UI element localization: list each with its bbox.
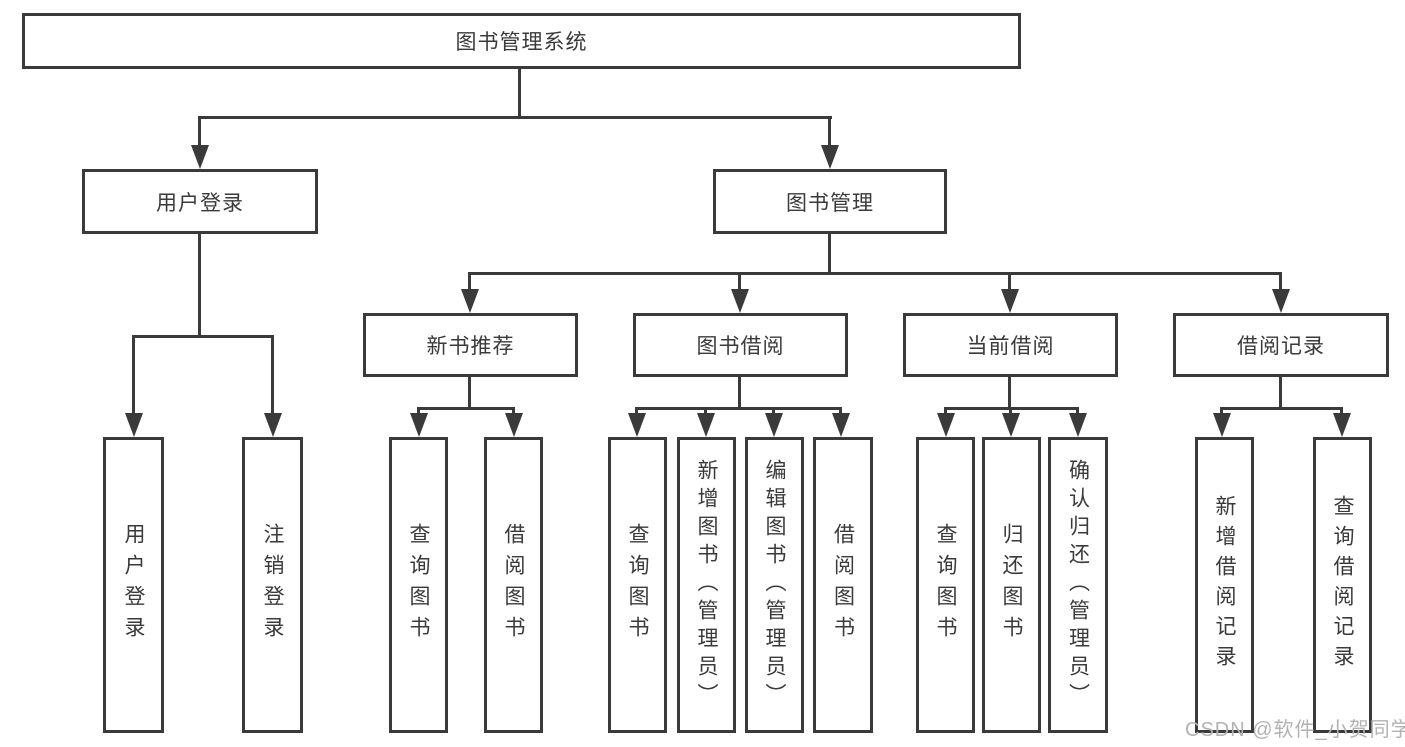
connector-line <box>738 377 741 409</box>
arrow-down-icon <box>832 413 850 437</box>
connector-line <box>944 407 947 415</box>
node-book-borrow: 图书借阅 <box>633 313 848 377</box>
arrow-down-icon <box>731 289 749 313</box>
leaf-user-login: 用户登录 <box>103 437 164 733</box>
arrow-down-icon <box>191 145 209 169</box>
arrow-down-icon <box>697 413 715 437</box>
connector-line <box>468 377 471 409</box>
leaf-borrow-borrow-books: 借阅图书 <box>813 437 873 733</box>
arrow-down-icon <box>461 289 479 313</box>
node-current-borrow: 当前借阅 <box>903 313 1118 377</box>
connector-line <box>1008 377 1011 409</box>
leaf-current-query-books: 查询图书 <box>916 437 975 733</box>
connector-line <box>198 233 201 337</box>
watermark: CSDN @软件_小贺同学 <box>1185 719 1405 741</box>
connector-line <box>1279 377 1282 409</box>
connector-line <box>772 407 775 415</box>
arrow-down-icon <box>765 413 783 437</box>
connector-line <box>468 272 471 291</box>
arrow-down-icon <box>1002 413 1020 437</box>
connector-line <box>635 407 638 415</box>
node-user-login: 用户登录 <box>82 169 318 234</box>
connector-line <box>704 407 707 415</box>
arrow-down-icon <box>125 413 143 437</box>
arrow-down-icon <box>937 413 955 437</box>
connector-line <box>271 335 274 415</box>
connector-line <box>417 407 420 415</box>
leaf-borrow-query-books: 查询图书 <box>608 437 667 733</box>
leaf-current-confirm-return-admin: 确认归还（管理员） <box>1048 437 1108 733</box>
leaf-borrow-edit-books-admin: 编辑图书（管理员） <box>745 437 804 733</box>
node-root: 图书管理系统 <box>22 13 1021 69</box>
arrow-down-icon <box>410 413 428 437</box>
connector-line <box>1340 407 1343 415</box>
arrow-down-icon <box>821 145 839 169</box>
arrow-down-icon <box>1333 413 1351 437</box>
arrow-down-icon <box>628 413 646 437</box>
connector-line <box>418 407 515 410</box>
arrow-down-icon <box>1272 289 1290 313</box>
connector-line <box>132 335 135 415</box>
node-book-management: 图书管理 <box>713 169 947 234</box>
connector-line <box>470 272 1282 275</box>
connector-line <box>133 335 274 338</box>
leaf-newbook-query-books: 查询图书 <box>389 437 448 733</box>
connector-line <box>1076 407 1079 415</box>
connector-line <box>518 69 521 118</box>
arrow-down-icon <box>1001 289 1019 313</box>
leaf-records-add-record: 新增借阅记录 <box>1195 437 1254 733</box>
arrow-down-icon <box>264 413 282 437</box>
leaf-records-query-record: 查询借阅记录 <box>1313 437 1372 733</box>
connector-line <box>828 116 831 147</box>
leaf-current-return-books: 归还图书 <box>982 437 1041 733</box>
leaf-borrow-add-books-admin: 新增图书（管理员） <box>677 437 736 733</box>
connector-line <box>828 233 831 275</box>
connector-line <box>636 407 842 410</box>
node-new-book-recommend: 新书推荐 <box>363 313 578 377</box>
connector-line <box>1009 407 1012 415</box>
connector-line <box>1221 407 1343 410</box>
connector-line <box>738 272 741 291</box>
connector-line <box>1279 272 1282 291</box>
connector-line <box>1220 407 1223 415</box>
arrow-down-icon <box>505 413 523 437</box>
leaf-newbook-borrow-books: 借阅图书 <box>484 437 543 733</box>
connector-line <box>839 407 842 415</box>
connector-line <box>199 116 832 119</box>
node-borrow-records: 借阅记录 <box>1173 313 1389 377</box>
arrow-down-icon <box>1069 413 1087 437</box>
connector-line <box>1008 272 1011 291</box>
connector-line <box>512 407 515 415</box>
connector-line <box>945 407 1079 410</box>
connector-line <box>198 116 201 147</box>
arrow-down-icon <box>1213 413 1231 437</box>
leaf-logout: 注销登录 <box>242 437 303 733</box>
